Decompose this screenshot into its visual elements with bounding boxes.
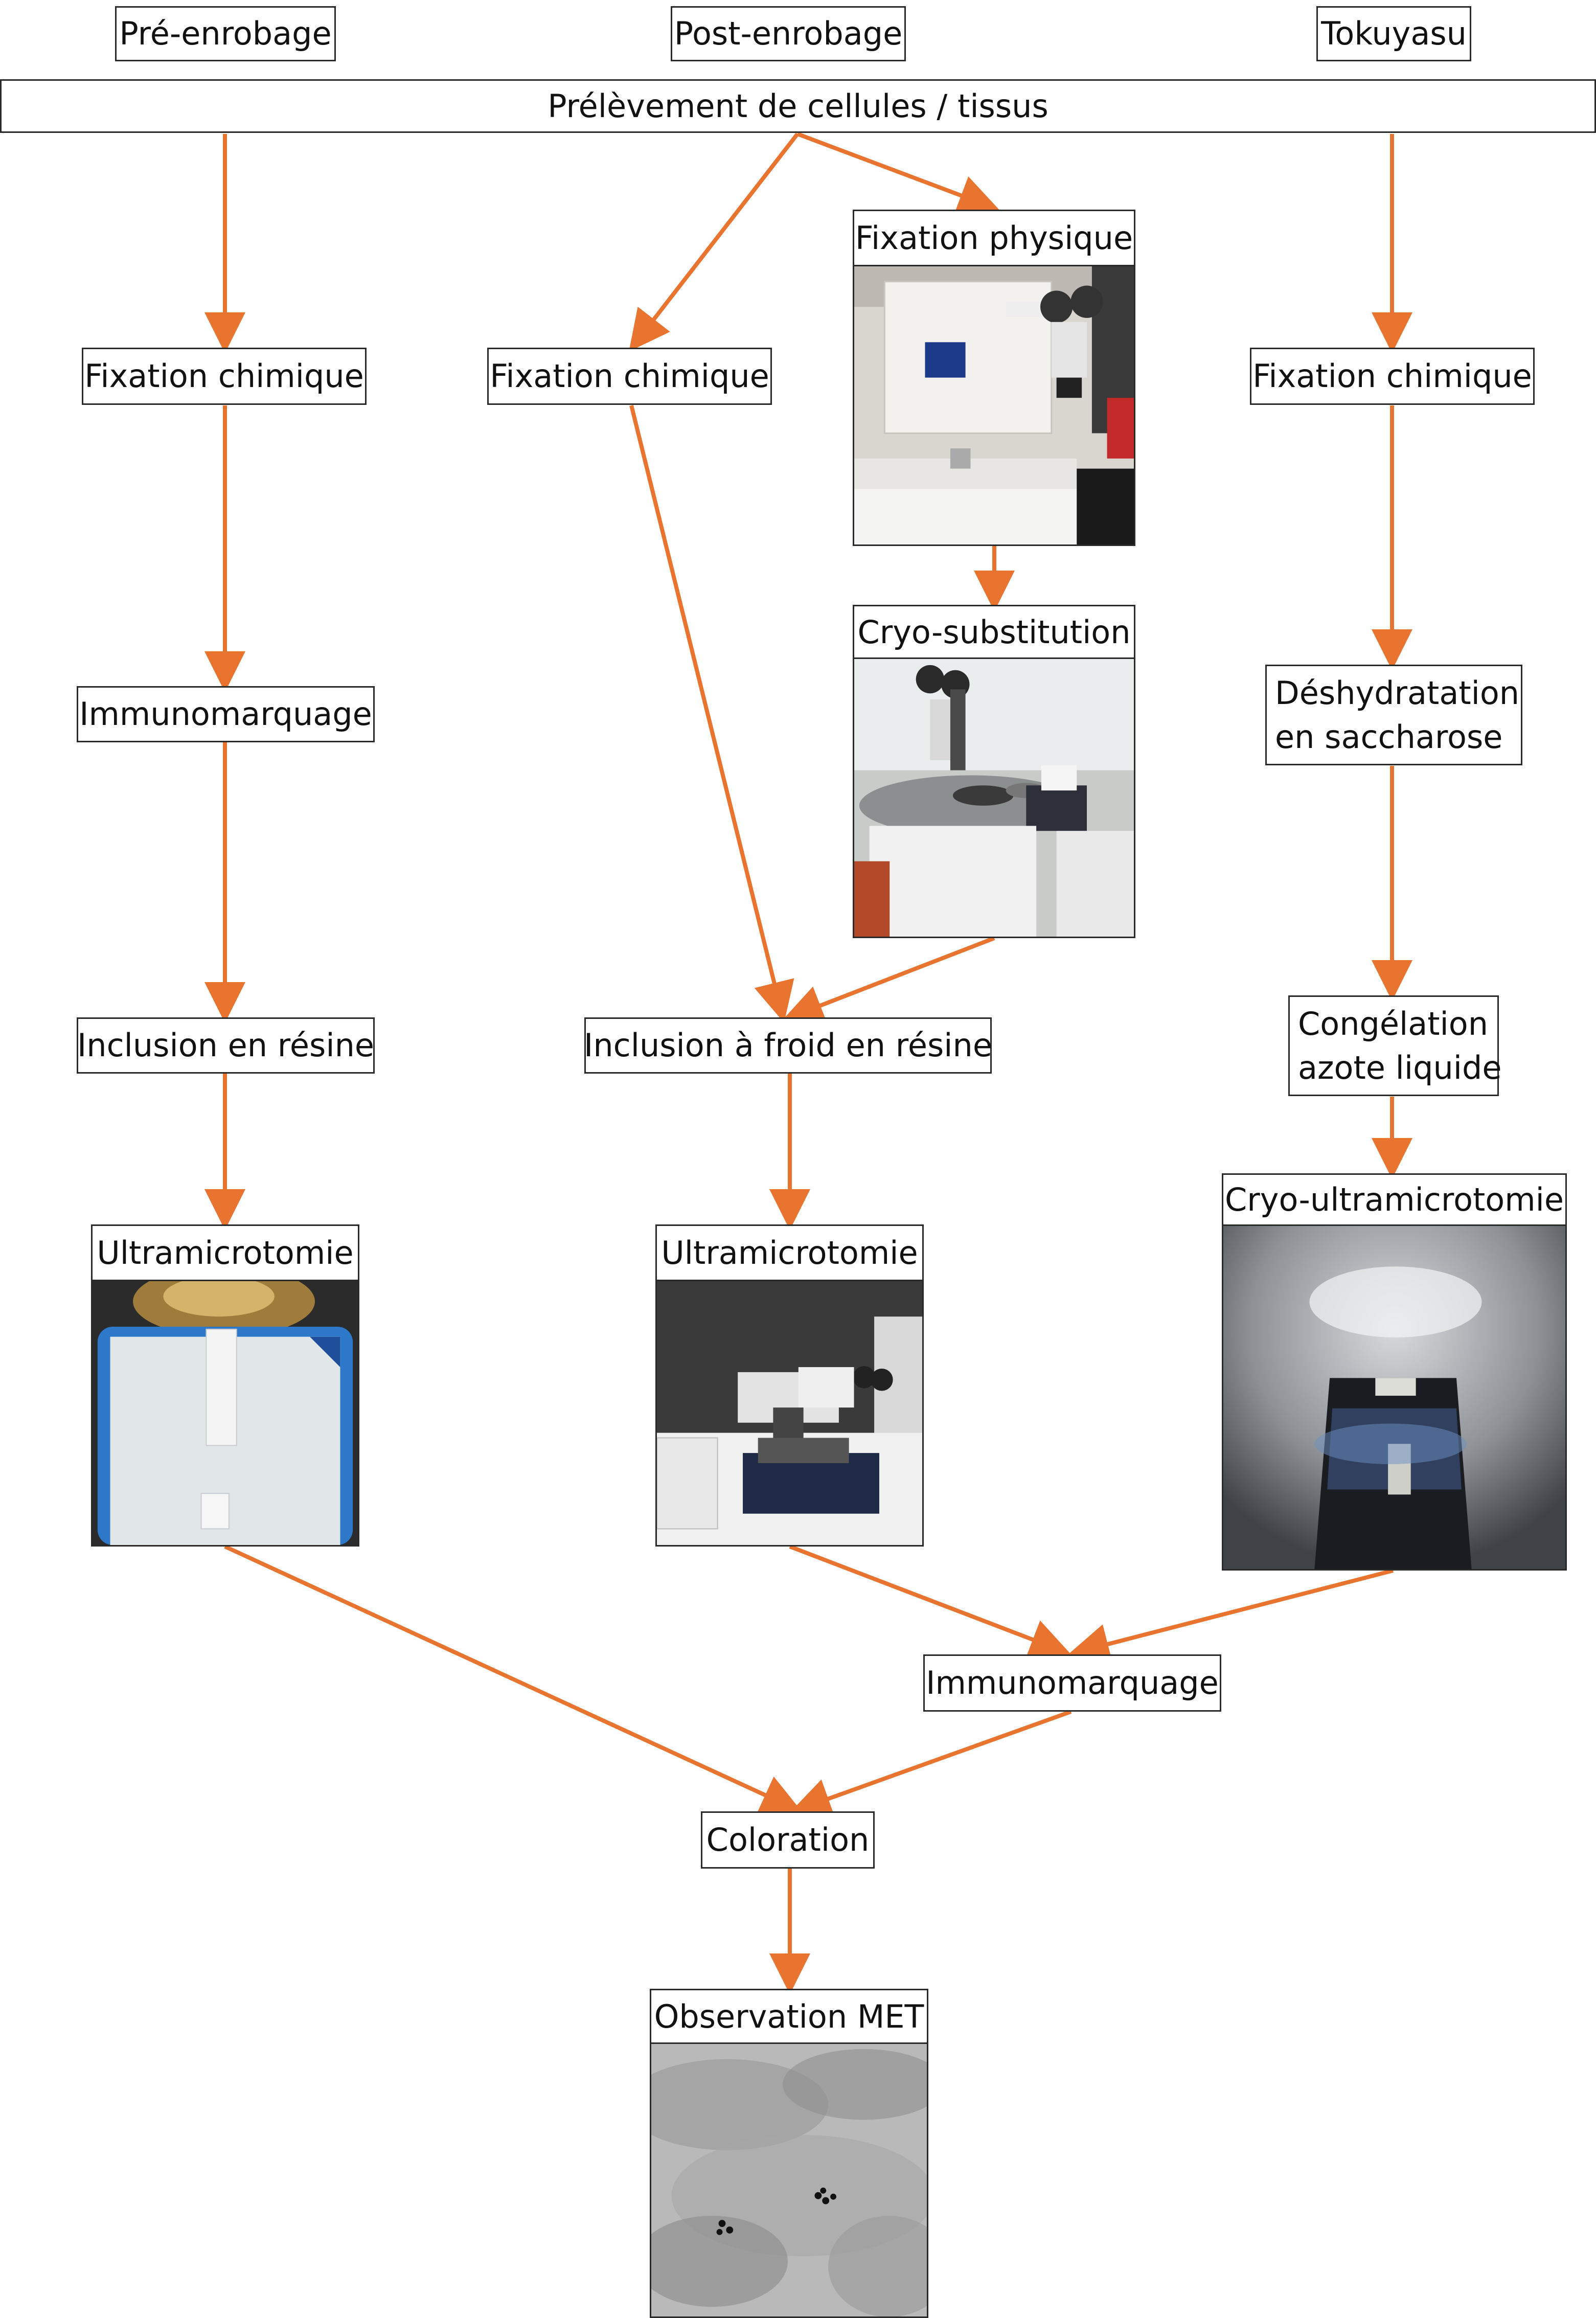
col3-congelation-azote: Congélation azote liquide xyxy=(1288,995,1502,1096)
header-post-enrobage: Post-enrobage xyxy=(671,6,906,61)
arrow-top-to-fixphys xyxy=(796,132,999,215)
col2-inclusion-froid-resine: Inclusion à froid en résine xyxy=(584,1017,992,1074)
header-pre-enrobage: Pré-enrobage xyxy=(115,6,336,61)
observation-met-photo xyxy=(650,2042,928,2318)
arrow-fix2-to-incl2 xyxy=(629,405,794,1023)
bottom-immunomarquage: Immunomarquage xyxy=(923,1654,1221,1712)
col3-deshydratation-saccharose: Déshydratation en saccharose xyxy=(1265,665,1522,765)
arrow-immuno-to-coloration xyxy=(789,1710,1072,1819)
dehydration-line1: Déshydratation xyxy=(1275,674,1520,712)
cryo-ultramicrotomie-title: Cryo-ultramicrotomie xyxy=(1222,1173,1567,1224)
col1-inclusion-resine: Inclusion en résine xyxy=(77,1017,375,1074)
col2-ultramicrotomie-photo xyxy=(655,1280,924,1547)
col2-ultramicrotomie-title: Ultramicrotomie xyxy=(655,1224,924,1280)
observation-met-title: Observation MET xyxy=(650,1989,928,2042)
header-tokuyasu: Tokuyasu xyxy=(1316,6,1471,61)
col1-immunomarquage: Immunomarquage xyxy=(77,686,375,742)
arrow-ultra1-to-coloration xyxy=(224,1544,803,1814)
cryo-ultramicrotomie-photo xyxy=(1222,1224,1567,1571)
fixation-physique-title: Fixation physique xyxy=(853,210,1135,265)
arrow-cryoultra-to-immuno xyxy=(1068,1569,1394,1664)
cryo-substitution-photo xyxy=(853,657,1135,938)
col1-ultramicrotomie-photo xyxy=(91,1280,359,1547)
col1-fixation-chimique: Fixation chimique xyxy=(82,348,367,405)
freeze-line1: Congélation xyxy=(1298,1005,1488,1042)
fixation-physique-photo xyxy=(853,265,1135,546)
col3-fixation-chimique: Fixation chimique xyxy=(1250,348,1535,405)
sample-collection-box: Prélèvement de cellules / tissus xyxy=(0,79,1596,133)
col1-ultramicrotomie-title: Ultramicrotomie xyxy=(91,1224,359,1280)
arrow-cryosub-to-incl2 xyxy=(782,936,995,1025)
col2-fixation-chimique: Fixation chimique xyxy=(487,348,772,405)
arrow-ultra2-to-immuno xyxy=(789,1544,1071,1659)
arrow-top-to-fix2 xyxy=(629,132,800,352)
dehydration-line2: en saccharose xyxy=(1275,718,1503,756)
cryo-substitution-title: Cryo-substitution xyxy=(853,605,1135,657)
coloration-box: Coloration xyxy=(701,1811,875,1869)
freeze-line2: azote liquide xyxy=(1298,1049,1502,1086)
